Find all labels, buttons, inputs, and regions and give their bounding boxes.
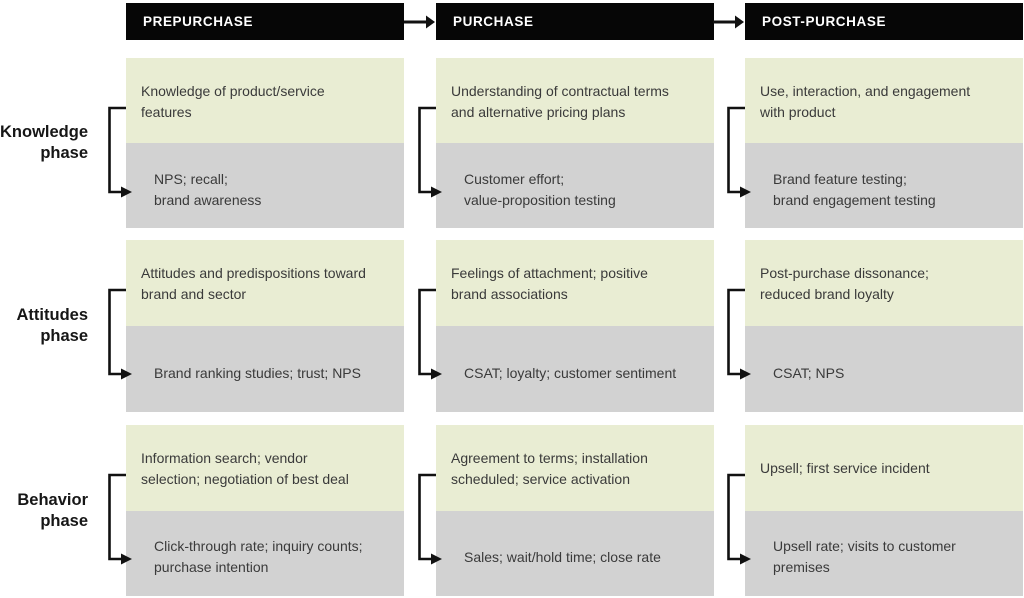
cell-attitudes-post-purchase: Post-purchase dissonance; reduced brand … bbox=[727, 240, 1023, 412]
metrics-box: NPS; recall; brand awareness bbox=[126, 143, 404, 228]
touchpoint-text: Attitudes and predispositions toward bra… bbox=[141, 265, 366, 302]
bracket-arrow-icon bbox=[418, 106, 442, 198]
bracket-arrow-icon bbox=[108, 473, 132, 565]
cell-behavior-post-purchase: Upsell; first service incident Upsell ra… bbox=[727, 425, 1023, 596]
column-header-label: PREPURCHASE bbox=[143, 14, 254, 29]
column-header-prepurchase: PREPURCHASE bbox=[126, 3, 404, 40]
row-knowledge-phase: Knowledge phase Knowledge of product/ser… bbox=[0, 58, 1024, 228]
right-arrow-icon bbox=[713, 15, 744, 29]
metrics-text: Customer effort; value-proposition testi… bbox=[464, 170, 616, 208]
row-label-attitudes-phase: Attitudes phase bbox=[16, 306, 89, 345]
metrics-box: Customer effort; value-proposition testi… bbox=[436, 143, 714, 228]
metrics-text: Sales; wait/hold time; close rate bbox=[464, 548, 661, 565]
bracket-arrow-icon bbox=[727, 106, 751, 198]
touchpoint-box: Information search; vendor selection; ne… bbox=[126, 425, 404, 511]
touchpoint-box: Attitudes and predispositions toward bra… bbox=[126, 240, 404, 326]
touchpoint-text: Agreement to terms; installation schedul… bbox=[451, 449, 648, 487]
column-header-purchase: PURCHASE bbox=[436, 3, 714, 40]
metrics-text: CSAT; NPS bbox=[773, 364, 845, 381]
cell-knowledge-post-purchase: Use, interaction, and engagement with pr… bbox=[727, 58, 1023, 228]
touchpoint-text: Understanding of contractual terms and a… bbox=[451, 82, 669, 120]
column-header-label: PURCHASE bbox=[453, 14, 534, 29]
touchpoint-text: Post-purchase dissonance; reduced brand … bbox=[760, 265, 929, 302]
metrics-box: Brand feature testing; brand engagement … bbox=[745, 143, 1023, 228]
cell-attitudes-prepurchase: Attitudes and predispositions toward bra… bbox=[108, 240, 404, 412]
metrics-box: Sales; wait/hold time; close rate bbox=[436, 510, 714, 596]
touchpoint-box: Upsell; first service incident bbox=[745, 425, 1023, 511]
metrics-text: Click-through rate; inquiry counts; purc… bbox=[154, 538, 363, 576]
metrics-box: Click-through rate; inquiry counts; purc… bbox=[126, 510, 404, 596]
row-label-behavior-phase: Behavior phase bbox=[17, 490, 88, 530]
metrics-box: CSAT; loyalty; customer sentiment bbox=[436, 326, 714, 412]
touchpoint-box: Knowledge of product/service features bbox=[126, 58, 404, 143]
touchpoint-text: Knowledge of product/service features bbox=[141, 82, 325, 120]
metrics-text: Brand feature testing; brand engagement … bbox=[773, 170, 936, 208]
metrics-text: Brand ranking studies; trust; NPS bbox=[154, 364, 361, 381]
metrics-box: Upsell rate; visits to customer premises bbox=[745, 510, 1023, 596]
row-attitudes-phase: Attitudes phase Attitudes and predisposi… bbox=[0, 240, 1024, 412]
touchpoint-box: Post-purchase dissonance; reduced brand … bbox=[745, 240, 1023, 326]
bracket-arrow-icon bbox=[108, 288, 132, 380]
column-header-post-purchase: POST-PURCHASE bbox=[745, 3, 1023, 40]
touchpoint-box: Use, interaction, and engagement with pr… bbox=[745, 58, 1023, 143]
bracket-arrow-icon bbox=[727, 288, 751, 380]
touchpoint-text: Use, interaction, and engagement with pr… bbox=[760, 82, 971, 120]
touchpoint-text: Information search; vendor selection; ne… bbox=[141, 449, 349, 487]
cell-behavior-prepurchase: Information search; vendor selection; ne… bbox=[108, 425, 404, 596]
bracket-arrow-icon bbox=[418, 473, 442, 565]
right-arrow-icon bbox=[404, 15, 435, 29]
touchpoint-box: Agreement to terms; installation schedul… bbox=[436, 425, 714, 511]
cell-attitudes-purchase: Feelings of attachment; positive brand a… bbox=[418, 240, 714, 412]
row-behavior-phase: Behavior phase Information search; vendo… bbox=[0, 425, 1024, 596]
metrics-box: CSAT; NPS bbox=[745, 326, 1023, 412]
cell-knowledge-prepurchase: Knowledge of product/service features NP… bbox=[108, 58, 404, 228]
metrics-text: CSAT; loyalty; customer sentiment bbox=[464, 364, 677, 381]
cell-behavior-purchase: Agreement to terms; installation schedul… bbox=[418, 425, 714, 596]
bracket-arrow-icon bbox=[727, 473, 751, 565]
touchpoint-box: Feelings of attachment; positive brand a… bbox=[436, 240, 714, 326]
cell-knowledge-purchase: Understanding of contractual terms and a… bbox=[418, 58, 714, 228]
touchpoint-text: Upsell; first service incident bbox=[760, 460, 930, 477]
metrics-text: Upsell rate; visits to customer premises bbox=[773, 538, 956, 576]
bracket-arrow-icon bbox=[108, 106, 132, 198]
touchpoint-box: Understanding of contractual terms and a… bbox=[436, 58, 714, 143]
metrics-box: Brand ranking studies; trust; NPS bbox=[126, 326, 404, 412]
column-header-label: POST-PURCHASE bbox=[762, 14, 887, 29]
row-label-knowledge-phase: Knowledge phase bbox=[0, 123, 89, 162]
touchpoint-text: Feelings of attachment; positive brand a… bbox=[451, 265, 648, 302]
metrics-text: NPS; recall; brand awareness bbox=[154, 170, 262, 208]
bracket-arrow-icon bbox=[418, 288, 442, 380]
